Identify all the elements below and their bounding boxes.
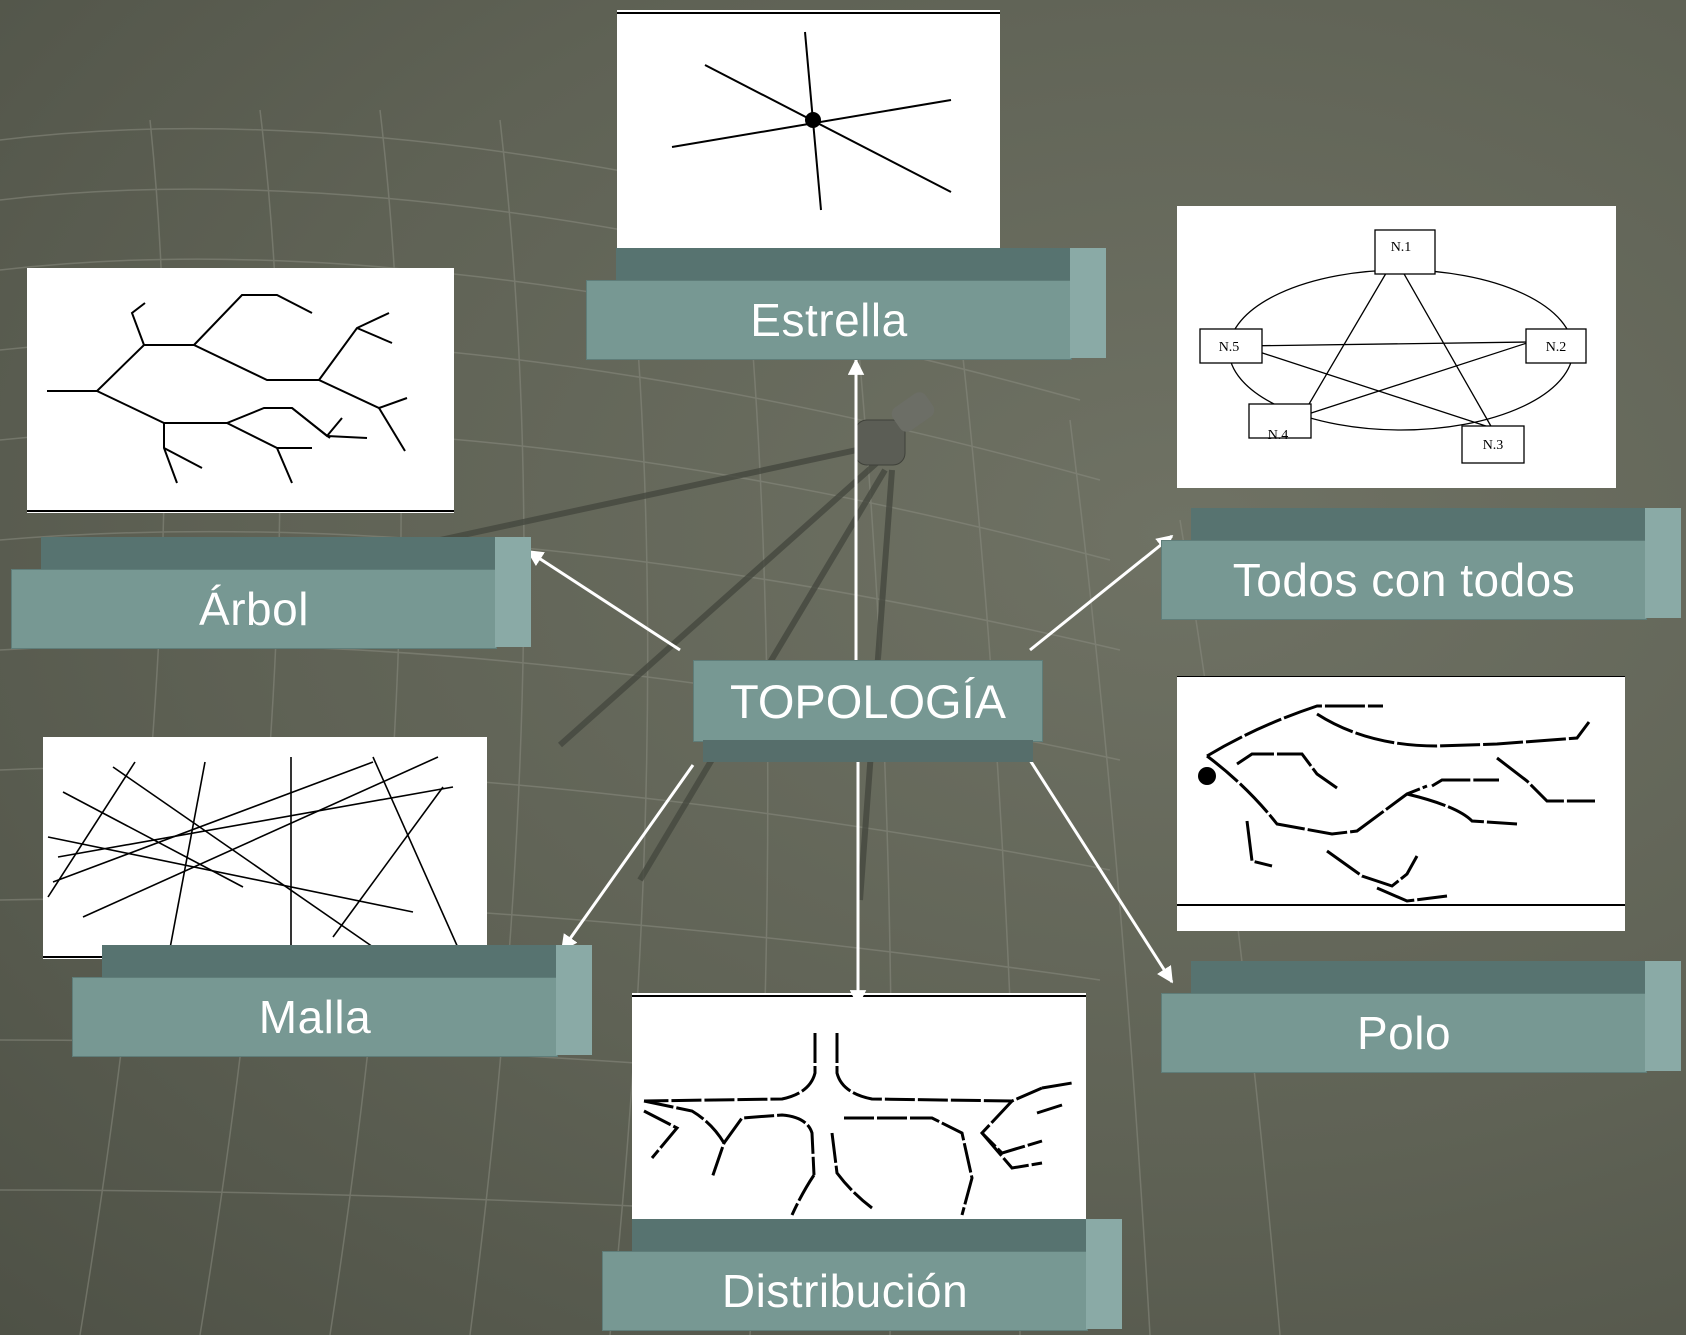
arbol-label: Árbol bbox=[199, 583, 309, 635]
box-top bbox=[1191, 961, 1646, 993]
polo-label-box: Polo bbox=[1161, 961, 1681, 1073]
node-box bbox=[1525, 328, 1587, 364]
box-front: TOPOLOGÍA bbox=[693, 660, 1043, 742]
malla-label-box: Malla bbox=[72, 945, 592, 1057]
topologia-label: TOPOLOGÍA bbox=[730, 674, 1006, 728]
topologia-center-box: TOPOLOGÍA bbox=[693, 660, 1043, 763]
box-front: Todos con todos bbox=[1161, 540, 1647, 620]
arbol-diagram bbox=[27, 268, 454, 513]
estrella-label: Estrella bbox=[750, 294, 908, 346]
todos-con-todos-label: Todos con todos bbox=[1232, 554, 1576, 606]
box-top bbox=[632, 1219, 1087, 1251]
box-side bbox=[1645, 508, 1681, 618]
box-front: Polo bbox=[1161, 993, 1647, 1073]
box-top bbox=[102, 945, 557, 977]
box-top bbox=[41, 537, 496, 569]
todos-con-todos-diagram: N.1 N.2 N.3 N.4 N.5 bbox=[1177, 206, 1616, 488]
polo-diagram bbox=[1177, 676, 1625, 931]
box-front: Malla bbox=[72, 977, 558, 1057]
node-label: N.2 bbox=[1546, 340, 1567, 355]
estrella-label-box: Estrella bbox=[586, 248, 1106, 360]
box-front: Distribución bbox=[602, 1251, 1088, 1331]
box-side bbox=[1086, 1219, 1122, 1329]
box-side bbox=[495, 537, 531, 647]
arbol-label-box: Árbol bbox=[11, 537, 531, 649]
node-label: N.1 bbox=[1391, 240, 1412, 255]
todos-con-todos-label-box: Todos con todos bbox=[1161, 508, 1681, 620]
box-front: Árbol bbox=[11, 569, 497, 649]
box-side bbox=[1645, 961, 1681, 1071]
box-front: Estrella bbox=[586, 280, 1072, 360]
node-label: N.4 bbox=[1268, 428, 1289, 443]
box-side bbox=[1070, 248, 1106, 358]
box-bottom bbox=[703, 740, 1033, 762]
node-box bbox=[1199, 328, 1263, 364]
node-box bbox=[1461, 425, 1525, 464]
polo-label: Polo bbox=[1356, 1007, 1452, 1059]
distribucion-diagram bbox=[632, 993, 1086, 1219]
box-top bbox=[1191, 508, 1646, 540]
node-label: N.3 bbox=[1483, 438, 1504, 453]
node-box bbox=[1248, 403, 1312, 439]
estrella-diagram bbox=[617, 10, 1000, 248]
box-top bbox=[616, 248, 1071, 280]
box-side bbox=[556, 945, 592, 1055]
node-label: N.5 bbox=[1219, 340, 1240, 355]
node-box bbox=[1374, 229, 1436, 275]
malla-label: Malla bbox=[258, 991, 372, 1043]
malla-diagram bbox=[43, 737, 487, 959]
distribucion-label-box: Distribución bbox=[602, 1219, 1122, 1331]
distribucion-label: Distribución bbox=[721, 1265, 969, 1317]
